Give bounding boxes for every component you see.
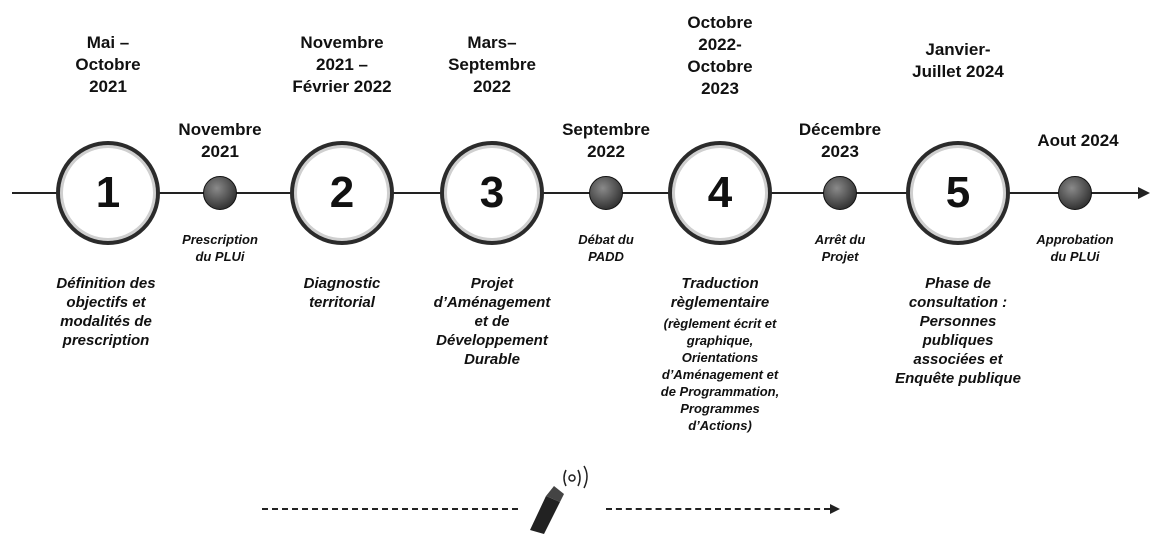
dashed-arrowhead [830,504,840,514]
phase-2-circle: 2 [290,141,394,245]
phase-5-circle: 5 [906,141,1010,245]
phase-1-date: Mai – Octobre 2021 [75,33,141,96]
phase-5-number: 5 [945,168,971,217]
phase-5-date: Janvier- Juillet 2024 [912,40,1004,81]
phase-1-number: 1 [95,168,121,217]
phase-4-number: 4 [707,168,733,217]
milestone-1-label: Prescription du PLUi [182,232,258,264]
phase-1-circle: 1 [56,141,160,245]
timeline-arrowhead [1138,187,1150,199]
milestone-2-label: Débat du PADD [578,232,634,264]
phase-4-description-title: Traduction règlementaire [670,275,770,311]
phase-3-circle: 3 [440,141,544,245]
dashed-line-right [606,508,830,510]
milestone-4-date: Aout 2024 [1037,131,1119,150]
milestone-4-label: Approbation du PLUi [1036,232,1114,264]
milestone-3-dot [823,176,857,210]
phase-4-description: (règlement écrit et graphique, Orientati… [660,316,780,433]
phase-2-date: Novembre 2021 – Février 2022 [292,33,392,96]
megaphone-icon [530,465,588,534]
milestone-1-date: Novembre 2021 [178,120,262,161]
phase-4-circle: 4 [668,141,772,245]
dashed-line-left [262,508,518,510]
phase-1-description: Définition des objectifs et modalités de… [56,275,156,349]
milestone-1-dot [203,176,237,210]
milestone-2-dot [589,176,623,210]
phase-5-description: Phase de consultation : Personnes publiq… [895,275,1021,387]
phase-3-date: Mars– Septembre 2022 [448,33,536,96]
milestone-4-dot [1058,176,1092,210]
milestone-3-date: Décembre 2023 [798,120,882,161]
milestone-2-date: Septembre 2022 [562,120,650,161]
milestone-3-label: Arrêt du Projet [814,232,866,264]
phase-3-number: 3 [479,168,505,217]
phase-4-date: Octobre 2022- Octobre 2023 [687,13,753,98]
phase-3-description: Projet d’Aménagement et de Développement… [433,275,551,368]
phase-2-description: Diagnostic territorial [303,275,381,311]
timeline-axis [12,192,1140,194]
phase-2-number: 2 [329,168,355,217]
